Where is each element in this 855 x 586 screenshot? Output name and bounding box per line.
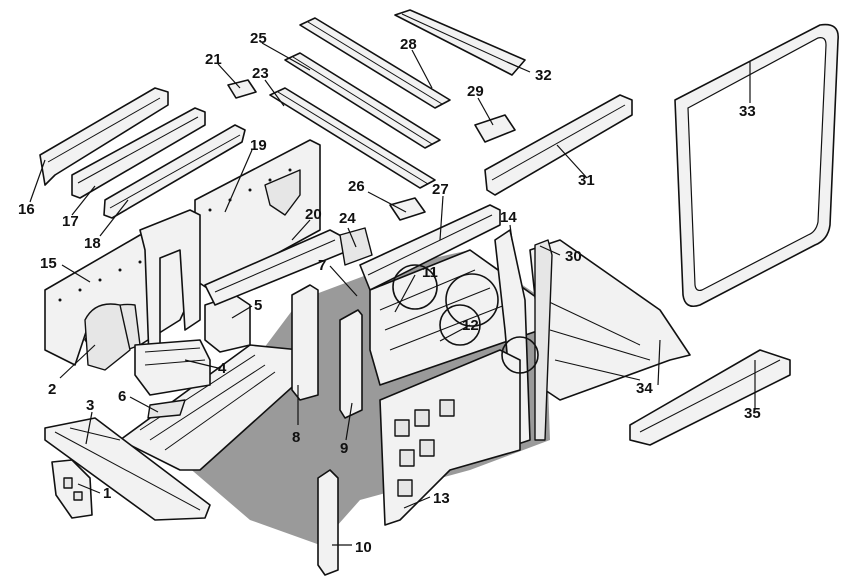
callout-35: 35 (744, 405, 761, 422)
callout-32: 32 (535, 67, 552, 84)
callout-18: 18 (84, 235, 101, 252)
pillar-frame (139, 209, 201, 386)
callout-3: 3 (86, 397, 94, 414)
roof-bow-28 (299, 17, 451, 109)
callout-23: 23 (252, 65, 269, 82)
roof-bow-25 (284, 52, 441, 149)
crossbeam-27 (359, 204, 501, 291)
rear-panel (194, 139, 321, 291)
callout-26: 26 (348, 178, 365, 195)
callout-4: 4 (218, 360, 227, 377)
callout-5: 5 (254, 297, 262, 314)
callout-13: 13 (433, 490, 450, 507)
callout-31: 31 (578, 172, 595, 189)
bracket-26 (389, 197, 426, 221)
pillar-9 (339, 309, 363, 419)
callout-27: 27 (432, 181, 449, 198)
bracket-29 (474, 114, 516, 143)
roof-rail-16 (39, 87, 169, 186)
roof-bow-23 (269, 87, 436, 189)
callout-2: 2 (48, 381, 56, 398)
pillar-8 (291, 284, 319, 401)
callout-33: 33 (739, 103, 756, 120)
crossmember-4 (134, 339, 211, 396)
callout-1: 1 (103, 485, 111, 502)
callout-9: 9 (340, 440, 348, 457)
callout-25: 25 (250, 30, 267, 47)
side-rail-31 (484, 94, 633, 196)
callout-24: 24 (339, 210, 356, 227)
callout-21: 21 (205, 51, 222, 68)
wheel-arch (84, 303, 131, 371)
floor-right-34 (529, 239, 691, 401)
callout-28: 28 (400, 36, 417, 53)
pillar-14 (494, 229, 531, 446)
pillar-30 (534, 239, 553, 441)
watermark (392, 264, 539, 374)
callout-8: 8 (292, 429, 300, 446)
callout-15: 15 (40, 255, 57, 272)
side-bracket (51, 459, 93, 519)
door-seal-33 (674, 23, 839, 308)
callout-20: 20 (305, 206, 322, 223)
callout-34: 34 (636, 380, 653, 397)
callout-11: 11 (422, 264, 438, 281)
callout-labels: 1 2 3 4 5 6 7 8 9 10 11 12 13 14 15 16 1… (18, 30, 761, 556)
roof-bow-32 (394, 9, 526, 76)
leader-lines (29, 42, 756, 546)
sill-35 (629, 349, 791, 446)
mount-bracket-5 (204, 294, 251, 353)
pillar-10 (317, 469, 339, 576)
callout-29: 29 (467, 83, 484, 100)
callout-10: 10 (355, 539, 372, 556)
callout-16: 16 (18, 201, 35, 218)
roof-rail-17 (71, 107, 206, 199)
callout-19: 19 (250, 137, 267, 154)
callout-14: 14 (500, 209, 517, 226)
callout-12: 12 (462, 317, 479, 334)
callout-7: 7 (318, 257, 326, 274)
side-panel-13 (379, 349, 521, 526)
callout-17: 17 (62, 213, 79, 230)
bracket-21 (227, 79, 257, 99)
roof-rail-18 (103, 124, 246, 219)
callout-6: 6 (118, 388, 126, 405)
callout-30: 30 (565, 248, 582, 265)
